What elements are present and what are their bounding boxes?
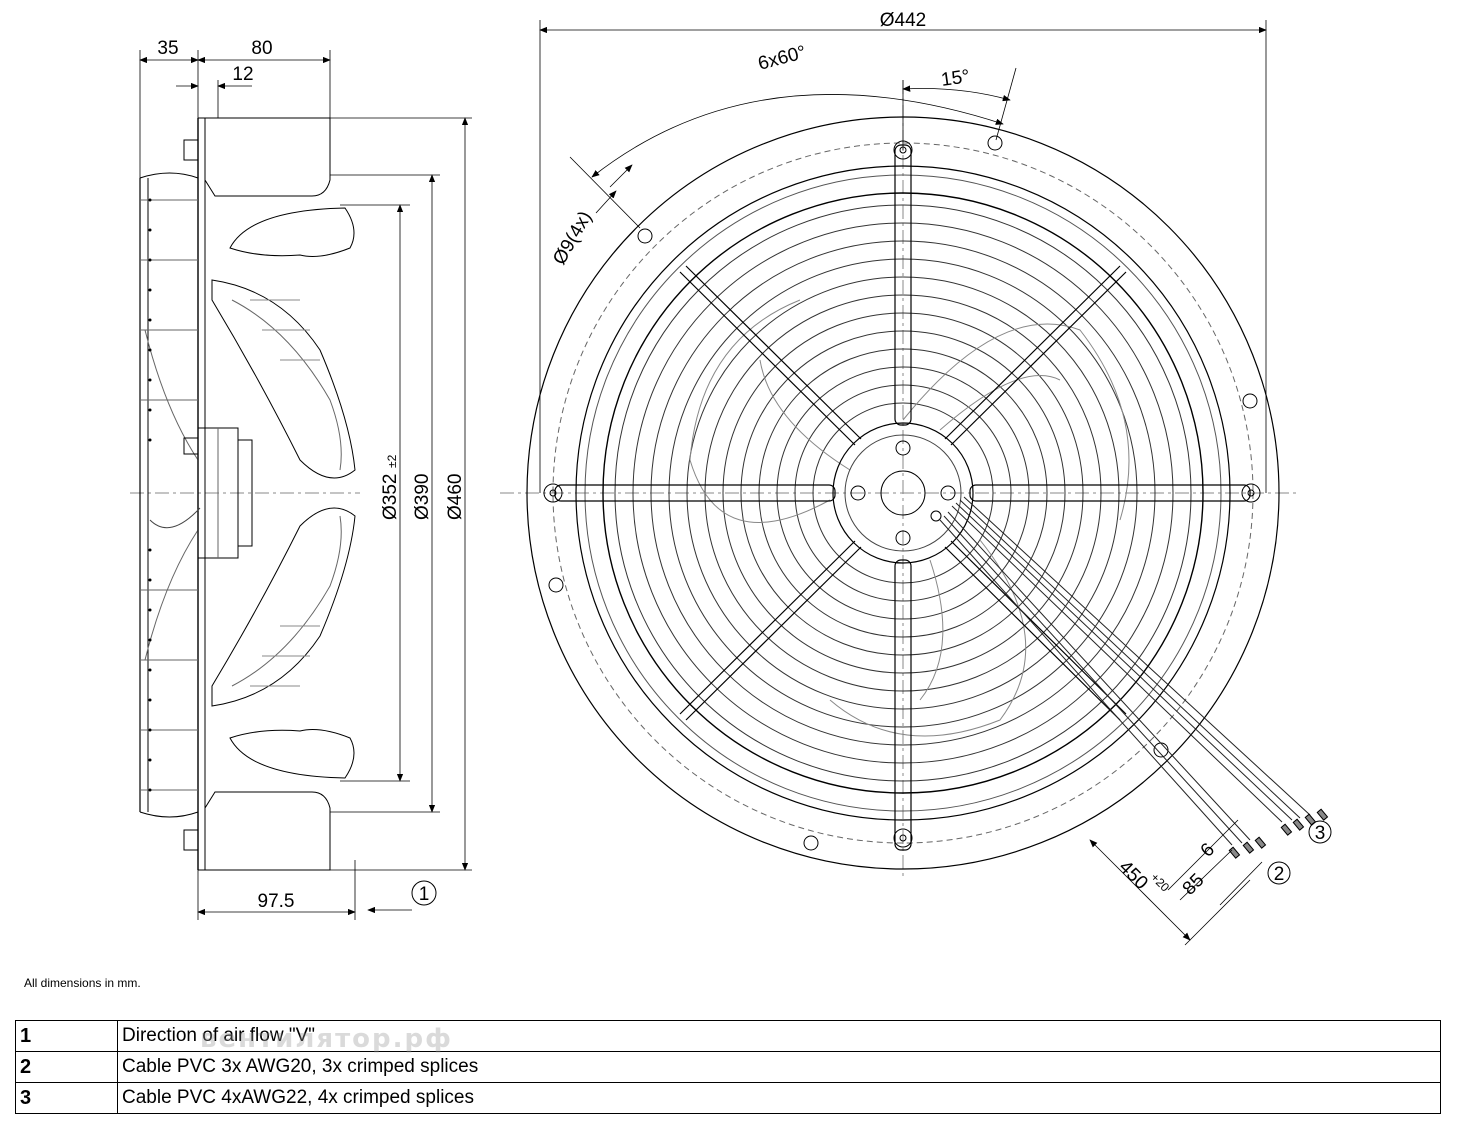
- side-view-dimensions: [139, 50, 472, 920]
- dim-6x60-deg: 6x60°: [756, 42, 809, 75]
- dim-460: Ø460: [445, 474, 466, 520]
- dim-15-deg: 15°: [940, 66, 971, 91]
- legend-number: 3: [15, 1082, 118, 1114]
- dim-352: Ø352: [380, 474, 401, 520]
- callout-1: 1: [419, 884, 430, 905]
- units-note: All dimensions in mm.: [24, 976, 141, 990]
- legend-text: Direction of air flow "V": [117, 1020, 1441, 1052]
- legend-row: 1 Direction of air flow "V": [15, 1020, 1441, 1052]
- dim-442: Ø442: [880, 10, 926, 31]
- dim-390: Ø390: [412, 474, 433, 520]
- callout-3: 3: [1315, 823, 1326, 844]
- side-view: [130, 117, 360, 871]
- dim-35: 35: [157, 38, 178, 59]
- front-view-dimensions: [539, 20, 1332, 946]
- dim-12: 12: [232, 64, 253, 85]
- legend-row: 2 Cable PVC 3x AWG20, 3x crimped splices: [15, 1051, 1441, 1083]
- dim-cable-450: 450: [1114, 857, 1151, 894]
- dim-strip-85: 85: [1179, 870, 1209, 900]
- front-view: [500, 80, 1329, 880]
- legend-row: 3 Cable PVC 4xAWG22, 4x crimped splices: [15, 1082, 1441, 1114]
- legend-text: Cable PVC 3x AWG20, 3x crimped splices: [117, 1051, 1441, 1083]
- dim-cable-tolerance: +20: [1148, 870, 1173, 895]
- dim-97-5: 97.5: [258, 891, 295, 912]
- callout-2: 2: [1274, 864, 1285, 885]
- technical-drawing: 35 80 12 97.5 1 Ø352 ±2 Ø390 Ø460: [130, 10, 1332, 946]
- dim-352-tolerance: ±2: [385, 454, 399, 468]
- legend-table: 1 Direction of air flow "V" 2 Cable PVC …: [15, 1020, 1441, 1114]
- legend-number: 2: [15, 1051, 118, 1083]
- dim-hole-9: Ø9(4x): [549, 208, 596, 269]
- legend-text: Cable PVC 4xAWG22, 4x crimped splices: [117, 1082, 1441, 1114]
- legend-number: 1: [15, 1020, 118, 1052]
- dim-80: 80: [251, 38, 272, 59]
